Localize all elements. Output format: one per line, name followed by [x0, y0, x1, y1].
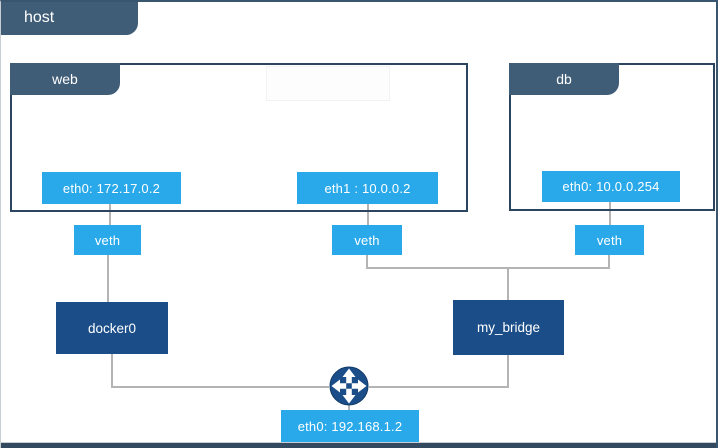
connector-db-eth0-to-veth3	[609, 202, 611, 225]
connector-my-bridge-to-router	[369, 386, 509, 388]
bridge-my-bridge: my_bridge	[453, 300, 564, 355]
interface-web-eth1-label: eth1 : 10.0.0.2	[324, 180, 411, 196]
host-label: host	[24, 9, 55, 26]
connector-my-bridge-down	[507, 355, 509, 388]
connector-router-to-host-eth0	[348, 405, 350, 411]
container-db: db	[509, 63, 715, 211]
connector-join-to-my-bridge	[507, 267, 509, 300]
connector-docker0-down	[111, 354, 113, 388]
container-web-tab: web	[10, 63, 120, 95]
interface-web-eth0: eth0: 172.17.0.2	[42, 172, 181, 204]
router-icon	[329, 366, 369, 406]
veth-node-2-label: veth	[354, 232, 380, 248]
interface-db-eth0: eth0: 10.0.0.254	[542, 171, 680, 202]
connector-veth1-to-docker0	[107, 255, 109, 302]
web-inner-ghost-rect	[266, 66, 390, 101]
bridge-docker0-label: docker0	[87, 320, 137, 336]
interface-web-eth1: eth1 : 10.0.0.2	[297, 172, 438, 204]
container-web-label: web	[52, 71, 78, 87]
connector-web-eth0-to-veth1	[109, 204, 111, 225]
container-web: web	[10, 63, 468, 212]
veth-node-3-label: veth	[596, 232, 623, 248]
container-db-label: db	[556, 71, 572, 87]
host-frame-tab: host	[1, 2, 138, 35]
connector-veth-join-horizontal	[366, 267, 610, 269]
veth-node-3: veth	[575, 225, 644, 255]
connector-veth3-down	[608, 255, 610, 269]
host-frame-bottom-bar	[1, 442, 716, 448]
connector-docker0-to-router	[111, 386, 329, 388]
container-db-tab: db	[509, 63, 619, 95]
bridge-docker0: docker0	[56, 302, 168, 354]
connector-web-eth1-to-veth2	[367, 204, 369, 225]
veth-node-2: veth	[332, 225, 402, 255]
interface-host-eth0: eth0: 192.168.1.2	[281, 410, 419, 443]
veth-node-1-label: veth	[94, 232, 121, 248]
interface-db-eth0-label: eth0: 10.0.0.254	[562, 179, 660, 194]
veth-node-1: veth	[74, 225, 141, 255]
interface-host-eth0-label: eth0: 192.168.1.2	[297, 419, 403, 434]
interface-web-eth0-label: eth0: 172.17.0.2	[62, 180, 161, 196]
connector-veth2-down	[366, 255, 368, 269]
bridge-my-bridge-label: my_bridge	[476, 320, 541, 335]
